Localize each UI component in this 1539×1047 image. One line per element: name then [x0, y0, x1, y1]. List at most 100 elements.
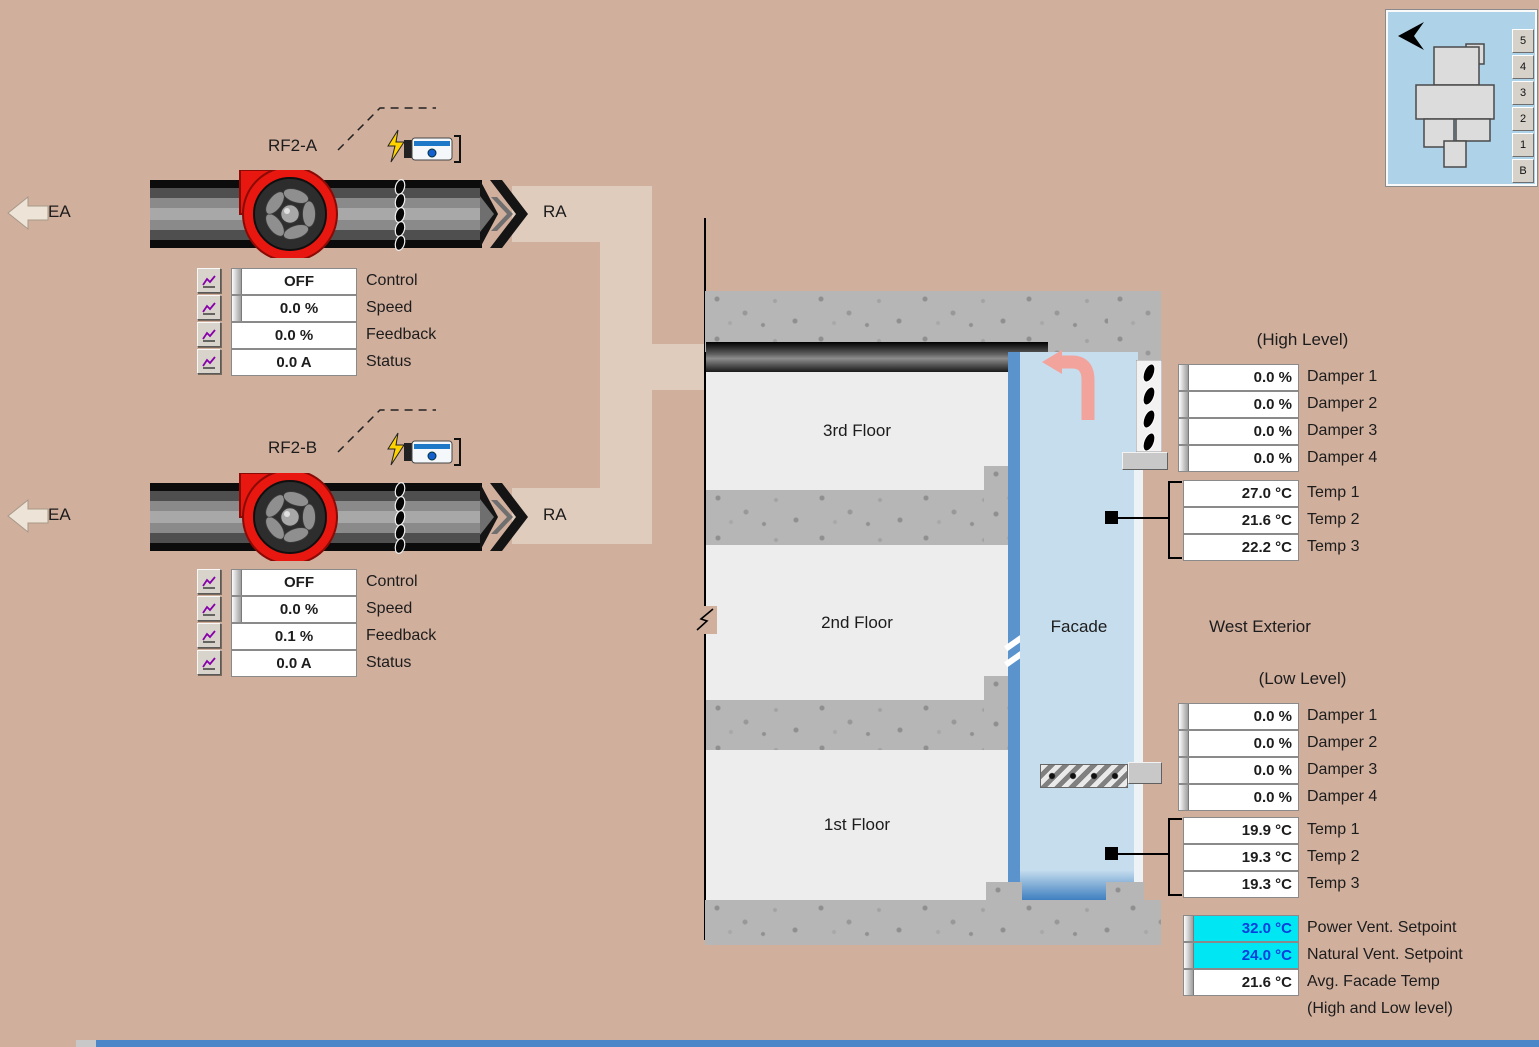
high-temp-3-box: 22.2 °C: [1183, 534, 1299, 561]
low-temp-sensor-icon: [1105, 847, 1118, 860]
field-tab: [1184, 970, 1194, 995]
avg-facade-temp-box: 21.6 °C: [1183, 969, 1299, 996]
field-tab: [1184, 916, 1194, 941]
building-section-line: [704, 218, 706, 940]
row-label: Speed: [366, 600, 413, 617]
floor-button-1[interactable]: 1: [1512, 133, 1534, 157]
row-label: Control: [366, 272, 418, 289]
field-tab: [1179, 446, 1189, 471]
slab-3-2: [706, 490, 1008, 545]
low-temp-1-box: 19.9 °C: [1183, 817, 1299, 844]
airflow-arrow-icon: [1042, 350, 1095, 420]
floor-3-label: 3rd Floor: [822, 421, 892, 440]
fan-b-dashed-connector-icon: [337, 409, 436, 453]
facade-outer-skin: [1134, 452, 1143, 900]
row-label: Power Vent. Setpoint: [1307, 919, 1457, 936]
high-damper-4-box[interactable]: 0.0 %: [1178, 445, 1299, 472]
ra-label: RA: [543, 505, 567, 524]
trend-button[interactable]: [197, 322, 221, 347]
row-label: Status: [366, 654, 412, 671]
field-tab: [1179, 419, 1189, 444]
field-tab: [232, 597, 242, 622]
low-damper-1-box[interactable]: 0.0 %: [1178, 703, 1299, 730]
fan-a-actuator-icon: [386, 128, 468, 168]
low-temp-2-box: 19.3 °C: [1183, 844, 1299, 871]
sensor-lead: [1118, 853, 1168, 855]
high-damper-2-box[interactable]: 0.0 %: [1178, 391, 1299, 418]
floor-button-5[interactable]: 5: [1512, 29, 1534, 53]
row-label: Damper 2: [1307, 395, 1378, 412]
fan-a-tag: RF2-A: [268, 136, 318, 155]
natural-vent-setpoint-box[interactable]: 24.0 °C: [1183, 942, 1299, 969]
low-level-damper-icon: [1040, 764, 1128, 788]
row-label: Temp 3: [1307, 538, 1360, 555]
low-level-title: (Low Level): [1258, 669, 1347, 688]
base-step: [986, 882, 1022, 900]
field-tab: [1179, 392, 1189, 417]
trend-button[interactable]: [197, 623, 221, 648]
row-label: Speed: [366, 299, 413, 316]
fan-b-control-box[interactable]: OFF: [231, 569, 357, 596]
facade-cavity: [1020, 352, 1138, 900]
row-label: Status: [366, 353, 412, 370]
low-damper-actuator: [1128, 762, 1162, 784]
low-damper-3-box[interactable]: 0.0 %: [1178, 757, 1299, 784]
floor-button-basement[interactable]: B: [1512, 159, 1534, 183]
row-label: Avg. Facade Temp: [1307, 973, 1440, 990]
high-temp-2-box: 21.6 °C: [1183, 507, 1299, 534]
high-damper-3-box[interactable]: 0.0 %: [1178, 418, 1299, 445]
row-label: Damper 2: [1307, 734, 1378, 751]
section-break-icon: [693, 606, 717, 634]
low-damper-2-box[interactable]: 0.0 %: [1178, 730, 1299, 757]
return-air-duct: [706, 342, 1048, 372]
row-label: Damper 4: [1307, 449, 1378, 466]
floor-2-label: 2nd Floor: [821, 612, 893, 632]
row-label: Temp 1: [1307, 484, 1360, 501]
high-level-title: (High Level): [1256, 330, 1349, 349]
low-temp-3-box: 19.3 °C: [1183, 871, 1299, 898]
base-step: [1106, 882, 1144, 900]
high-temp-sensor-icon: [1105, 511, 1118, 524]
fan-a-status-box: 0.0 A: [231, 349, 357, 376]
high-damper-actuator: [1122, 452, 1168, 470]
low-damper-4-box[interactable]: 0.0 %: [1178, 784, 1299, 811]
trend-button[interactable]: [197, 268, 221, 293]
ra-duct-stub: [640, 344, 708, 390]
floor-button-3[interactable]: 3: [1512, 81, 1534, 105]
high-temp-bracket: [1168, 481, 1170, 559]
floor-2: 2nd Floor: [706, 545, 1008, 700]
trend-button[interactable]: [197, 650, 221, 675]
power-vent-setpoint-box[interactable]: 32.0 °C: [1183, 915, 1299, 942]
row-label: Control: [366, 573, 418, 590]
roof-slab: [705, 291, 1161, 352]
trend-button[interactable]: [197, 349, 221, 374]
fan-a-duct-icon: [150, 170, 530, 258]
fan-b-speed-box[interactable]: 0.0 %: [231, 596, 357, 623]
floor-plan-navigator[interactable]: 5 4 3 2 1 B: [1385, 9, 1538, 187]
row-label: Damper 1: [1307, 368, 1378, 385]
ea-arrow-icon: [7, 498, 49, 534]
high-damper-1-box[interactable]: 0.0 %: [1178, 364, 1299, 391]
trend-button[interactable]: [197, 295, 221, 320]
row-label: Damper 4: [1307, 788, 1378, 805]
row-label: Feedback: [366, 627, 437, 644]
field-tab: [232, 296, 242, 321]
fan-a-control-box[interactable]: OFF: [231, 268, 357, 295]
fan-a-speed-box[interactable]: 0.0 %: [231, 295, 357, 322]
trend-button[interactable]: [197, 596, 221, 621]
field-tab: [1179, 365, 1189, 390]
row-label: Natural Vent. Setpoint: [1307, 946, 1463, 963]
sensor-lead: [1118, 517, 1168, 519]
row-label: Damper 1: [1307, 707, 1378, 724]
row-label: Damper 3: [1307, 422, 1378, 439]
facade-label: Facade: [1050, 617, 1108, 636]
floor-button-4[interactable]: 4: [1512, 55, 1534, 79]
facade-glass: [1008, 352, 1020, 900]
trend-button[interactable]: [197, 569, 221, 594]
floor-3: 3rd Floor: [706, 372, 1008, 490]
row-label: Temp 3: [1307, 875, 1360, 892]
row-label: Feedback: [366, 326, 437, 343]
high-temp-1-box: 27.0 °C: [1183, 480, 1299, 507]
floor-button-2[interactable]: 2: [1512, 107, 1534, 131]
row-label: Temp 1: [1307, 821, 1360, 838]
